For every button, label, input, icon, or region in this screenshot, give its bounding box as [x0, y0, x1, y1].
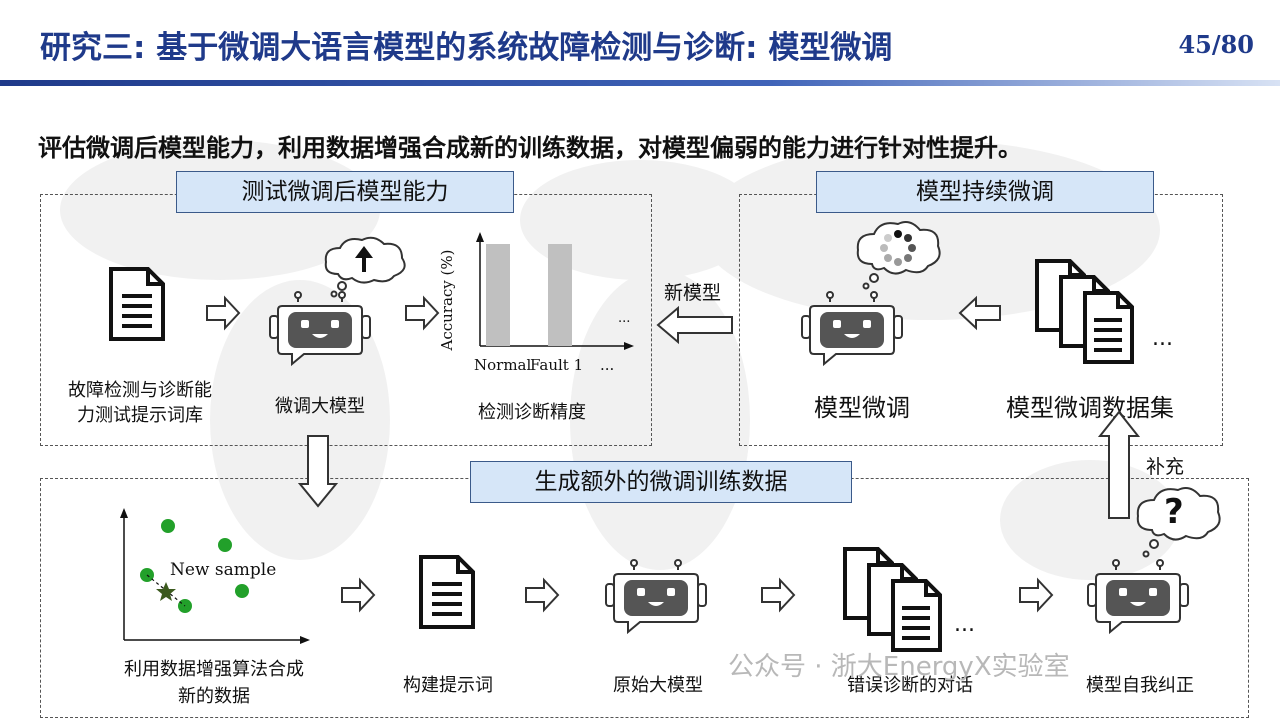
- data-point: [218, 538, 232, 552]
- arrow-icon: [525, 577, 560, 613]
- documents-stack-icon: [1035, 259, 1134, 364]
- arrow-icon: [405, 295, 440, 331]
- robot-icon: [1087, 559, 1189, 635]
- accuracy-caption: 检测诊断精度: [478, 402, 586, 423]
- data-point: [161, 519, 175, 533]
- x-tick-label: Fault 1: [530, 356, 583, 374]
- star-icon: [156, 582, 176, 601]
- test-section-label: 测试微调后模型能力: [176, 171, 514, 213]
- x-tick-label: ...: [600, 356, 614, 374]
- document-icon: [109, 267, 165, 341]
- supplement-label: 补充: [1146, 456, 1185, 478]
- generate-section-label: 生成额外的微调训练数据: [470, 461, 852, 503]
- robot-icon: [269, 291, 371, 367]
- finetune-section-label: 模型持续微调: [816, 171, 1154, 213]
- base-model-caption: 原始大模型: [613, 675, 703, 696]
- question-mark: ?: [1164, 492, 1184, 532]
- build-prompt-caption: 构建提示词: [403, 675, 493, 696]
- page-number: 45/80: [1178, 30, 1254, 59]
- arrow-left-icon: [958, 295, 1001, 331]
- robot-icon: [801, 291, 903, 367]
- dataset-ellipsis: ...: [1152, 326, 1173, 351]
- robot-icon: [605, 559, 707, 635]
- arrow-icon: [761, 577, 796, 613]
- document-icon: [419, 555, 475, 629]
- watermark: 公众号 · 浙大EnergyX实验室: [728, 652, 1070, 682]
- arrow-left-icon: [656, 305, 733, 345]
- wrong-dialog-caption: 错误诊断的对话: [847, 675, 973, 696]
- augmentation-scatter: [120, 508, 310, 644]
- arrow-up-icon: [1097, 410, 1141, 519]
- finetuned-model-caption: 微调大模型: [275, 396, 365, 417]
- documents-stack-icon: [843, 547, 942, 652]
- x-axis-arrow: [624, 342, 634, 350]
- new-model-label: 新模型: [664, 282, 722, 304]
- bar: [486, 244, 510, 346]
- dataset-caption: 模型微调数据集: [1006, 394, 1174, 422]
- model-finetune-caption: 模型微调: [814, 394, 910, 422]
- arrow-down-icon: [297, 435, 339, 508]
- bar-ellipsis: ...: [618, 311, 630, 326]
- data-point: [235, 584, 249, 598]
- bar: [548, 244, 572, 346]
- x-tick-label: Normal: [474, 356, 531, 374]
- wrong-dialog-ellipsis: ...: [954, 612, 975, 637]
- prompt-library-caption: 故障检测与诊断能 力测试提示词库: [68, 380, 212, 426]
- arrow-icon: [341, 577, 376, 613]
- y-axis-label: Accuracy (%): [438, 249, 456, 351]
- self-correct-caption: 模型自我纠正: [1086, 675, 1194, 696]
- y-axis-arrow: [476, 232, 484, 242]
- header-rule: [0, 80, 1280, 86]
- thought-cloud-question-icon: [1136, 487, 1221, 558]
- augment-caption: 利用数据增强算法合成 新的数据: [124, 659, 304, 707]
- thought-cloud-loading-icon: [856, 221, 941, 290]
- headline: 评估微调后模型能力，利用数据增强合成新的训练数据，对模型偏弱的能力进行针对性提升…: [38, 134, 1022, 162]
- new-sample-label: New sample: [170, 560, 277, 580]
- arrow-icon: [206, 295, 241, 331]
- arrow-icon: [1019, 577, 1054, 613]
- thought-cloud-icon: [324, 236, 406, 298]
- page-title: 研究三: 基于微调大语言模型的系统故障检测与诊断: 模型微调: [40, 30, 893, 66]
